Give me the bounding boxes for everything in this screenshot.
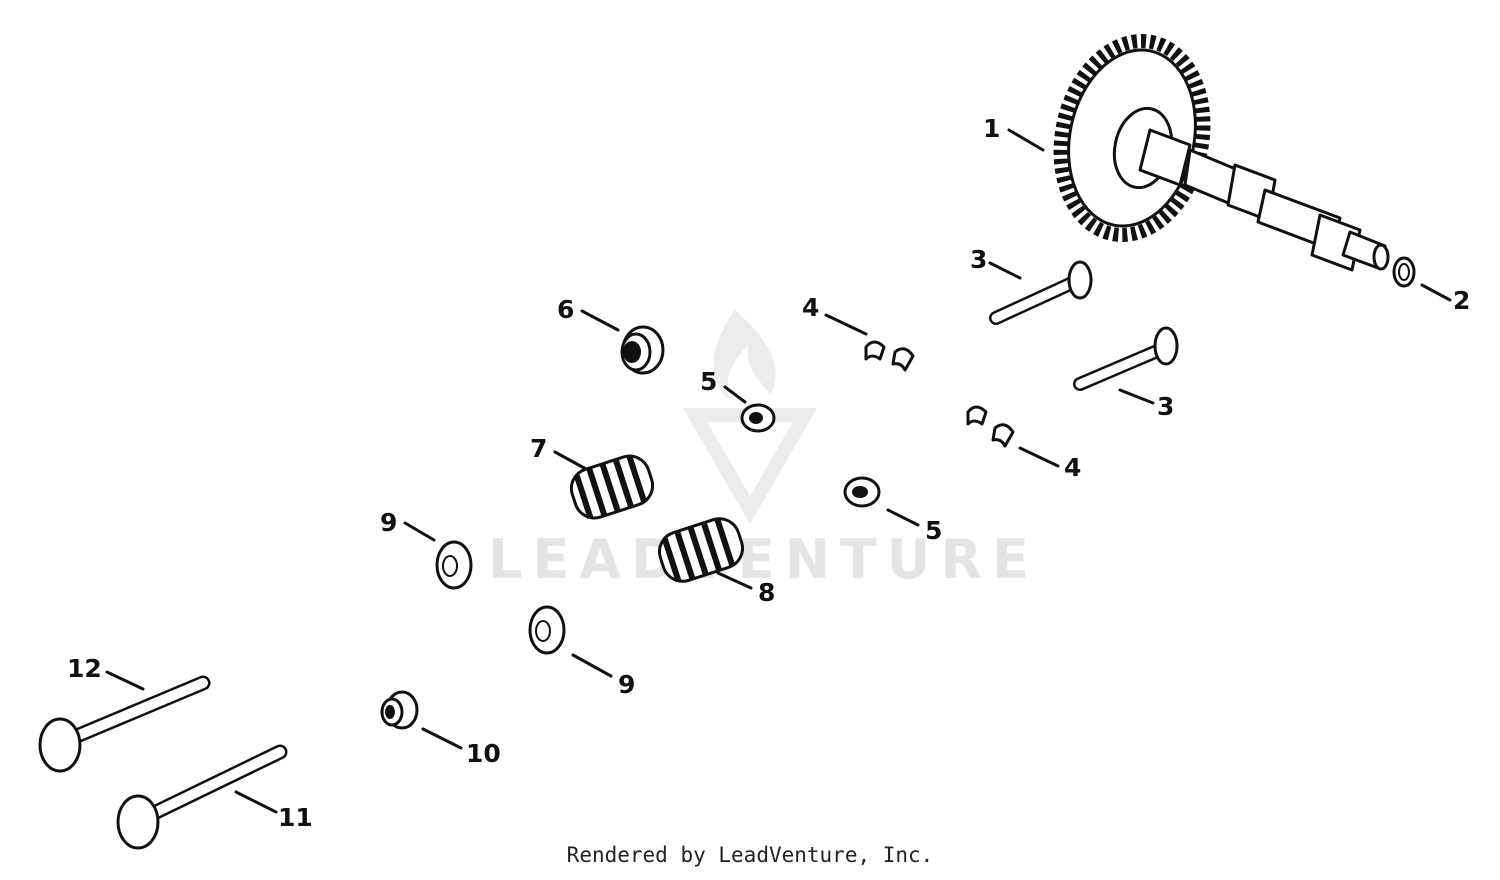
spring-washer-upper xyxy=(435,540,473,590)
rendered-by-footer: Rendered by LeadVenture, Inc. xyxy=(566,843,934,867)
leader-lines xyxy=(105,128,1452,814)
callout-12: 12 xyxy=(67,654,102,683)
callout-3-lower: 3 xyxy=(1157,392,1174,421)
valve-spring-upper xyxy=(569,454,655,520)
callout-7: 7 xyxy=(530,434,547,463)
keeper-upper xyxy=(864,340,915,372)
tappet-upper xyxy=(989,260,1093,325)
callout-4-upper: 4 xyxy=(802,293,819,322)
callout-8: 8 xyxy=(758,578,775,607)
callout-4-lower: 4 xyxy=(1064,453,1081,482)
valve-seal xyxy=(620,325,665,375)
camshaft-gear xyxy=(1053,34,1390,272)
spring-washer-lower xyxy=(528,605,566,655)
retainer-lower xyxy=(843,476,881,508)
callout-5-lower: 5 xyxy=(925,516,942,545)
keeper-lower xyxy=(966,405,1015,448)
tappet-lower xyxy=(1073,326,1179,391)
retainer-upper xyxy=(740,403,776,433)
callout-10: 10 xyxy=(466,739,501,768)
callout-labels: 1 2 3 3 4 4 5 5 6 7 8 9 9 10 11 12 xyxy=(67,114,1470,832)
watermark-text: LEADVENTURE xyxy=(488,528,1039,591)
exhaust-valve xyxy=(116,744,288,850)
callout-2: 2 xyxy=(1453,286,1470,315)
callout-3-upper: 3 xyxy=(970,245,987,274)
callout-11: 11 xyxy=(278,803,313,832)
callout-5-upper: 5 xyxy=(700,367,717,396)
callout-6: 6 xyxy=(557,295,574,324)
callout-9-upper: 9 xyxy=(380,508,397,537)
valve-guide-bushing xyxy=(380,690,419,730)
washer xyxy=(1392,256,1416,288)
valve-spring-lower xyxy=(657,517,745,583)
leadventure-watermark: LEADVENTURE xyxy=(488,310,1039,591)
intake-valve xyxy=(38,675,211,773)
callout-9-lower: 9 xyxy=(618,670,635,699)
callout-1: 1 xyxy=(983,114,1000,143)
